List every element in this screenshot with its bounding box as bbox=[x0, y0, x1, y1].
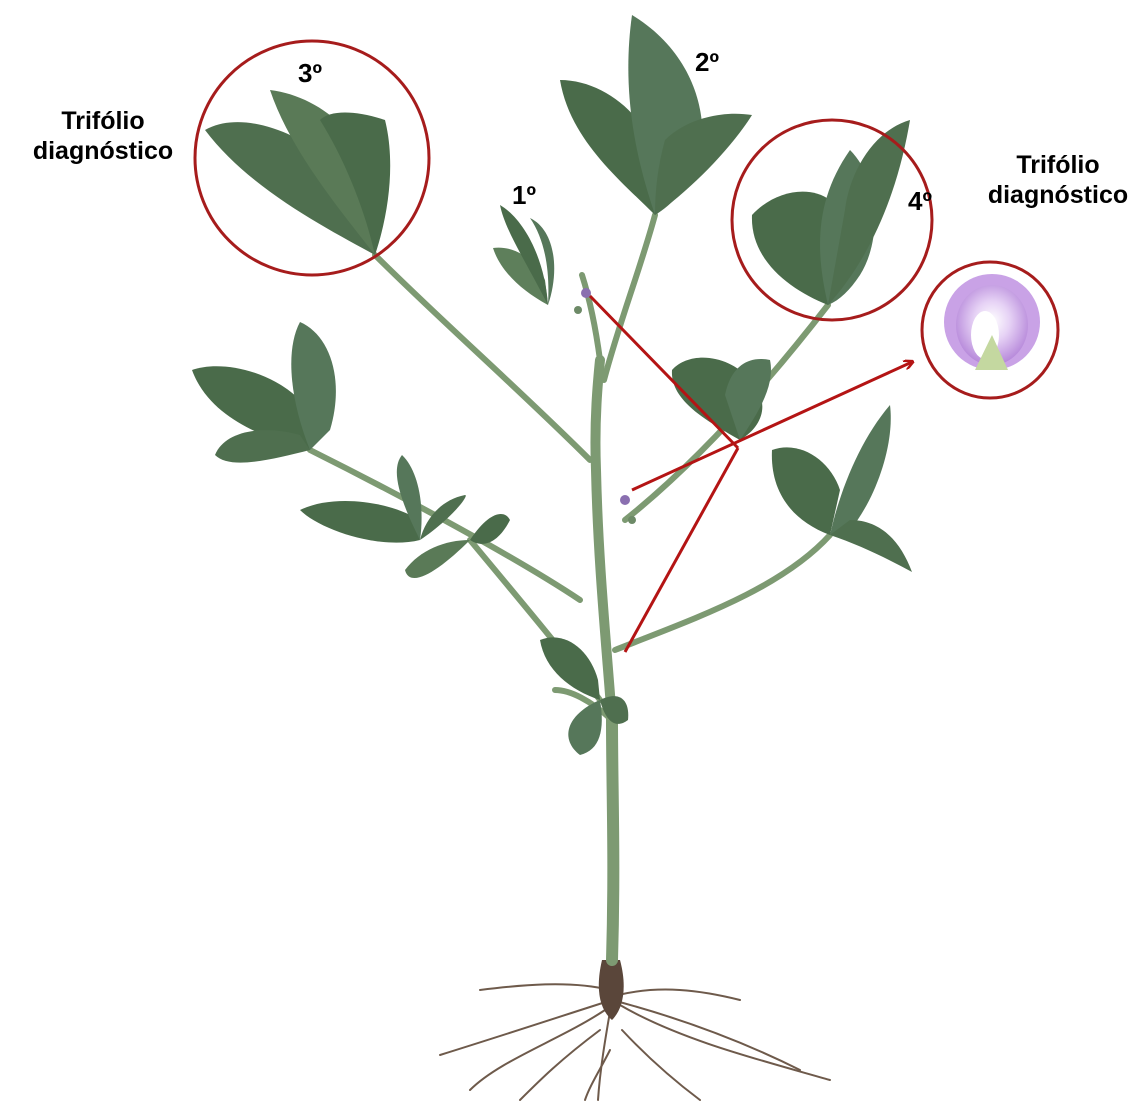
leaf-label-3: 3º bbox=[298, 58, 322, 89]
roots bbox=[440, 984, 830, 1100]
leaves bbox=[192, 15, 912, 755]
leaf-low-center-b bbox=[568, 700, 602, 755]
leaf-label-2: 2º bbox=[695, 47, 719, 78]
leaf-low-right-b bbox=[830, 405, 891, 535]
diagnostic-left-line2: diagnóstico bbox=[18, 136, 188, 166]
leaf-low-right-c bbox=[830, 520, 912, 572]
diagnostic-right-line1: Trifólio bbox=[973, 150, 1143, 180]
diagnostic-label-right: Trifólio diagnóstico bbox=[973, 150, 1143, 210]
leaf-label-4: 4º bbox=[908, 186, 932, 217]
main-stem bbox=[582, 275, 613, 960]
leaf-low-right-a bbox=[772, 447, 840, 535]
leaf-mid-left-e bbox=[470, 514, 510, 544]
leaf-mid-left-a bbox=[300, 501, 420, 543]
leaf-up-left-c bbox=[215, 430, 310, 462]
leaf-mid-left-c bbox=[420, 495, 466, 540]
leaf-mid-left-d bbox=[405, 540, 470, 578]
flower-image bbox=[944, 274, 1040, 370]
leaf-label-1: 1º bbox=[512, 180, 536, 211]
leaf-low-center-c bbox=[600, 696, 628, 724]
diagnostic-right-line2: diagnóstico bbox=[973, 180, 1143, 210]
diagnostic-label-left: Trifólio diagnóstico bbox=[18, 106, 188, 166]
diagnostic-left-line1: Trifólio bbox=[18, 106, 188, 136]
flower-buds bbox=[574, 288, 636, 524]
